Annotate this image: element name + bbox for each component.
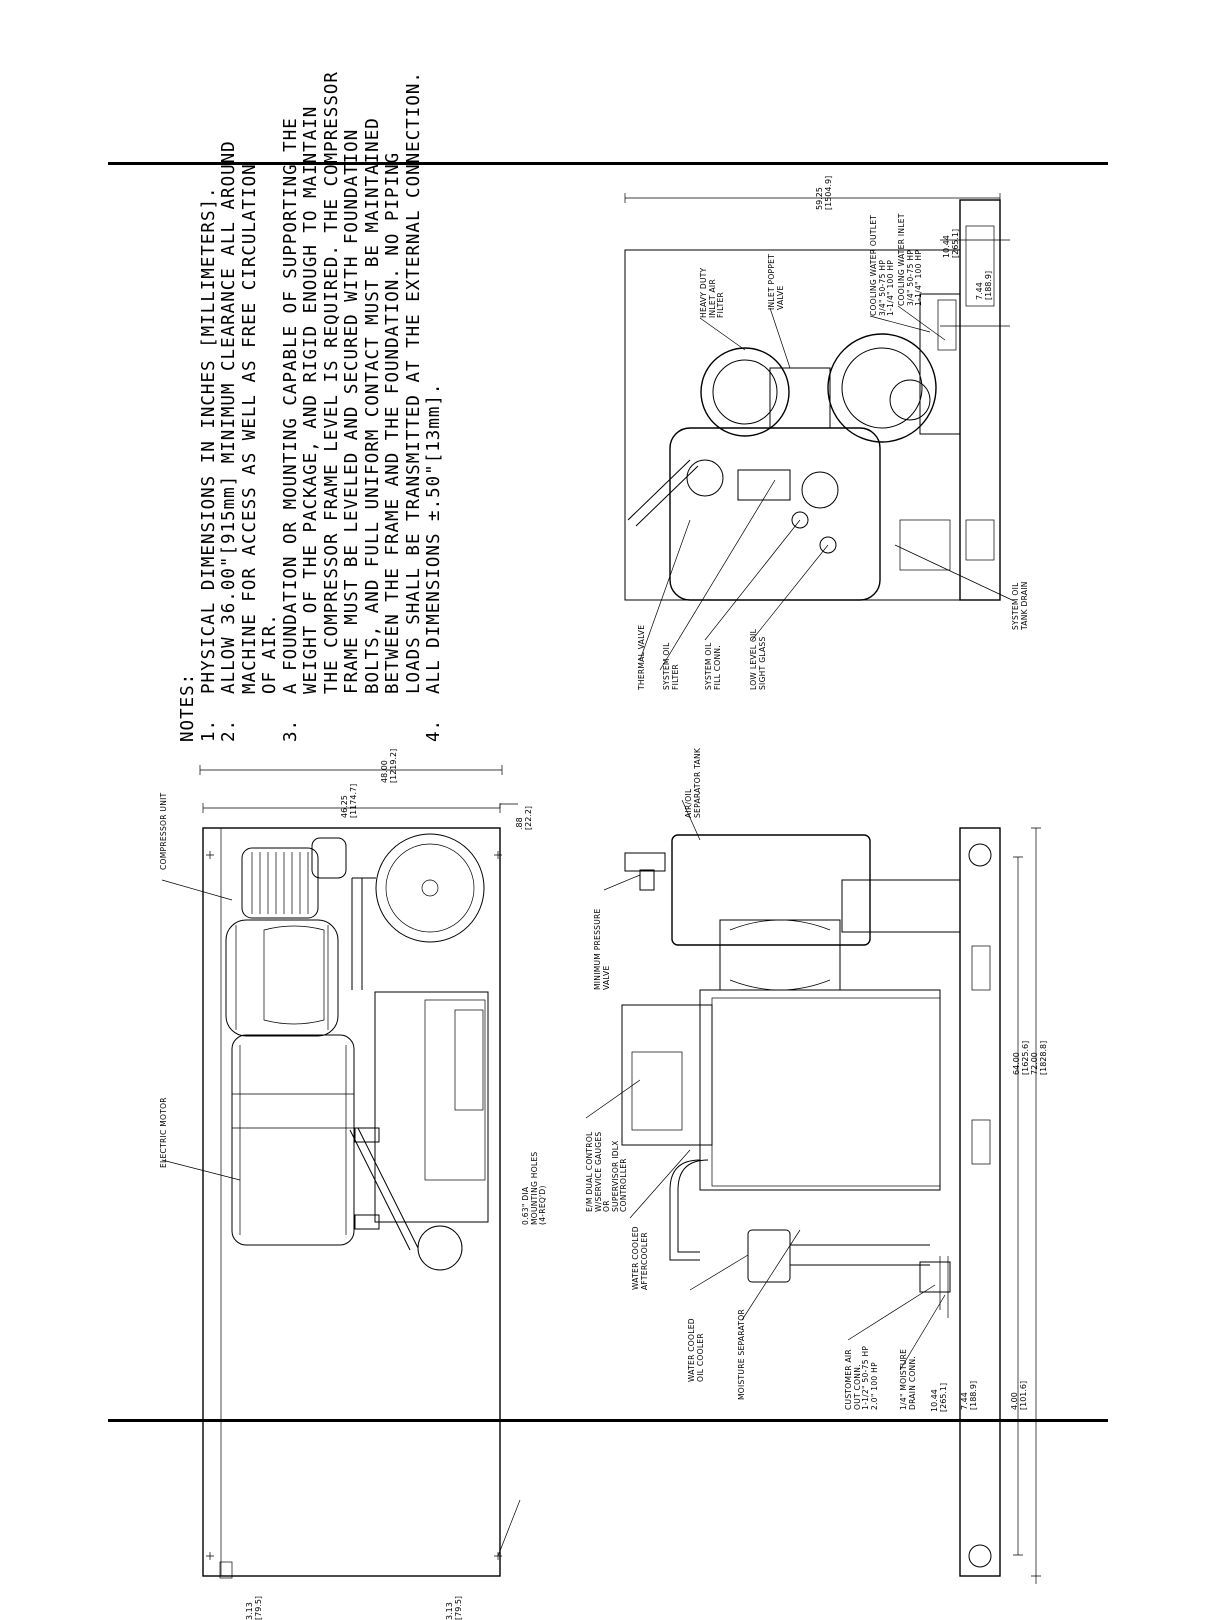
dim-side-end-a: 4.00[101.6] [1010, 1380, 1028, 1410]
inlet-filter [241, 847, 319, 919]
base-skid [959, 827, 1001, 1577]
oil-cooler-body [747, 1229, 791, 1283]
dim-top-overall-width: 48.00[1219.2] [380, 748, 398, 783]
thermal-valve-line [627, 459, 699, 527]
dim-end-b: 7.44[188.9] [975, 270, 993, 300]
label-thermal-valve: THERMAL VALVE [637, 624, 646, 690]
top-view-rail [202, 827, 222, 1577]
label-compressor-unit: COMPRESSOR UNIT [159, 792, 168, 871]
dim-top-offset-left-a: 3.13[79.5] [245, 1595, 263, 1620]
cooler-pipe [790, 1244, 930, 1266]
side-view-drawing [621, 827, 1001, 1577]
side-view-dimensions [939, 827, 1041, 1584]
low-level-sight-glass [819, 536, 837, 554]
dim-top-offset-left-b: 3.13[79.5] [445, 1595, 463, 1620]
end-separator-tank [669, 427, 881, 601]
end-view-dimensions [624, 193, 1010, 327]
separator-tank-top [375, 833, 485, 943]
electric-motor-body [231, 1034, 355, 1246]
inlet-elbow [311, 837, 347, 879]
label-mounting-holes: 0.63" DIA MOUNTING HOLES (4-REQ'D) [521, 1151, 547, 1226]
compressor-face [827, 333, 937, 443]
dim-side-end-b: 7.44[188.9] [960, 1380, 978, 1410]
min-pressure-valve [624, 852, 666, 872]
dim-top-inner-width: 46.25[1174.7] [340, 783, 358, 818]
aftercooler-round [417, 1225, 463, 1271]
inlet-poppet-body [769, 367, 831, 429]
callout-leaders [161, 305, 1013, 1557]
controller-panel [621, 1004, 713, 1146]
drawing-canvas [161, 193, 1041, 1584]
moisture-drain-fitting [919, 1261, 951, 1293]
control-box [424, 999, 486, 1181]
end-inlet-filter [700, 347, 790, 437]
oil-cooler-box [374, 991, 489, 1223]
compressor-air-end [225, 919, 339, 1037]
dim-top-offset-right: .88[22.2] [515, 805, 533, 830]
label-electric-motor: ELECTRIC MOTOR [159, 1097, 168, 1168]
dim-side-overall-length: 64.00[1625.6] [1012, 1040, 1030, 1075]
oil-fill-conn [791, 511, 809, 529]
top-view-dimensions [199, 765, 518, 813]
dim-end-a: 10.44[265.1] [942, 228, 960, 258]
label-moisture-separator: MOISTURE SEPARATOR [737, 1309, 746, 1400]
main-enclosure [699, 989, 941, 1191]
end-view-drawing [624, 199, 1001, 601]
separator-tank-side [671, 834, 871, 946]
dim-side-end-c: 10.44[265.1] [930, 1382, 948, 1412]
bottom-rule [108, 1419, 1108, 1422]
separator-pipe [351, 877, 376, 990]
tank-support [841, 879, 961, 933]
oil-hose [349, 1127, 419, 1251]
dim-end-overall-height: 59.25[1504.9] [815, 175, 833, 210]
dim-side-inner-length: 72.00[1828.8] [1030, 1040, 1048, 1075]
top-rule [108, 162, 1108, 165]
top-view-drawing [202, 827, 502, 1579]
aftercooler-pipe [669, 1159, 709, 1261]
